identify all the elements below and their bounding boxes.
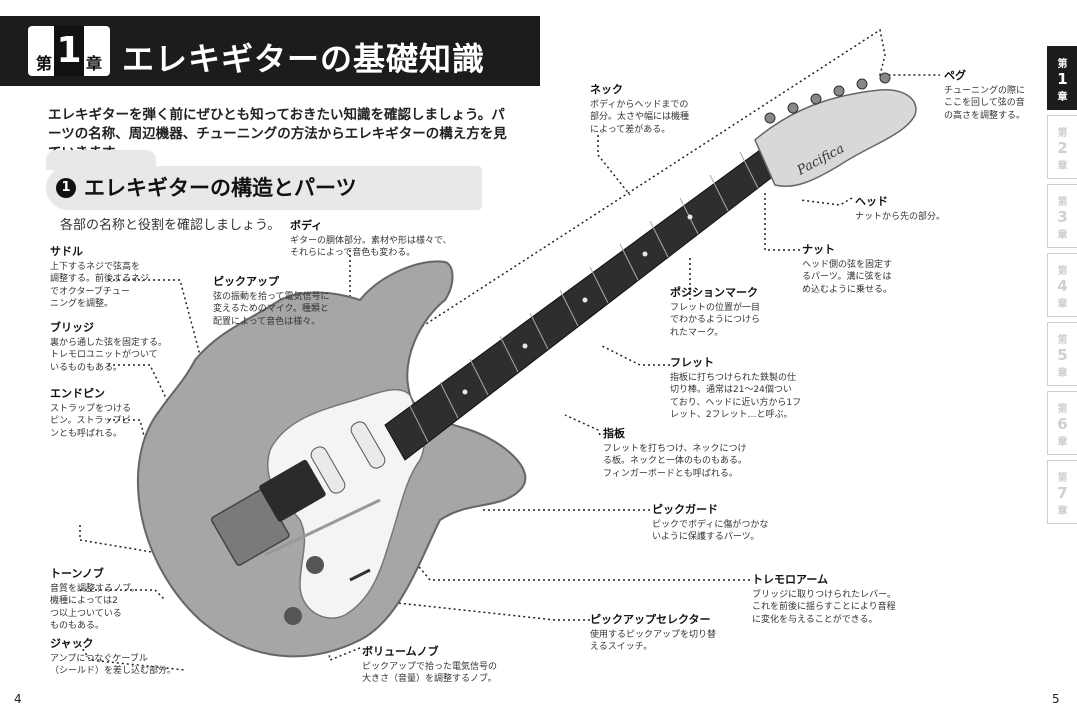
section-title: エレキギターの構造とパーツ <box>84 176 357 200</box>
label-neck: ネック ボディからヘッドまでの部分。太さや幅には機種によって差がある。 <box>590 83 690 135</box>
section-heading-tab <box>46 150 156 170</box>
label-tremoloarm: トレモロアーム ブリッジに取りつけられたレバー。これを前後に揺らすことにより音程… <box>752 573 897 625</box>
label-fingerboard: 指板 フレットを打ちつけ、ネックにつける板。ネックと一体のものもある。フィンガー… <box>603 427 748 479</box>
headstock <box>754 89 917 187</box>
label-saddle: サドル 上下するネジで弦高を調整する。前後するネジでオクターブチューニングを調整… <box>50 245 150 309</box>
tone-knob <box>284 607 302 625</box>
label-endpin: エンドピン ストラップをつけるピン。ストラップピンとも呼ばれる。 <box>50 387 132 439</box>
section-number: 1 <box>56 178 76 198</box>
label-fret: フレット 指板に打ちつけられた鉄製の仕切り棒。通常は21～24個ついており、ヘッ… <box>670 356 802 420</box>
label-volumeknob: ボリュームノブ ピックアップで拾った電気信号の大きさ（音量）を調整するノブ。 <box>362 645 498 684</box>
label-pickup: ピックアップ 弦の振動を拾って電気信号に変えるためのマイク。種類と配置によって音… <box>213 275 330 327</box>
label-positionmark: ポジションマーク フレットの位置が一目でわかるようにつけられたマーク。 <box>670 286 761 338</box>
label-bridge: ブリッジ 裏から通した弦を固定する。トレモロユニットがついているものもある。 <box>50 321 168 373</box>
label-nut: ナット ヘッド側の弦を固定するパーツ。溝に弦をはめ込むように乗せる。 <box>802 243 893 295</box>
tremolo-arm <box>264 498 381 557</box>
page-number-right: 5 <box>1052 692 1060 706</box>
label-body: ボディ ギターの胴体部分。素材や形は様々で、それらによって音色も変わる。 <box>290 219 452 258</box>
chapter-badge: 第 1 章 <box>28 26 110 76</box>
label-peg: ペグ チューニングの際にここを回して弦の音の高さを調整する。 <box>944 69 1026 121</box>
label-pickguard: ピックガード ピックでボディに傷がつかないように保護するパーツ。 <box>652 503 769 542</box>
chapter-badge-suffix: 章 <box>86 54 103 73</box>
pickup-selector <box>349 568 371 582</box>
position-marks <box>462 214 693 395</box>
tuning-pegs <box>764 72 891 124</box>
single-coil-neck <box>350 421 386 469</box>
page-number-left: 4 <box>14 692 22 706</box>
label-jack: ジャック アンプにつなぐケーブル（シールド）を差し込む部分。 <box>50 637 177 676</box>
chapter-title: エレキギターの基礎知識 <box>122 40 486 78</box>
label-head: ヘッド ナットから先の部分。 <box>855 195 946 222</box>
chapter-badge-prefix: 第 <box>36 54 53 73</box>
section-heading-bg <box>46 166 482 210</box>
chapter-number: 1 <box>54 26 84 76</box>
volume-knob <box>306 556 324 574</box>
section-subtitle: 各部の名称と役割を確認しましょう。 <box>60 218 281 233</box>
humbucker-pickup <box>259 459 326 522</box>
single-coil-middle <box>310 446 346 494</box>
label-selector: ピックアップセレクター 使用するピックアップを切り替えるスイッチ。 <box>590 613 717 652</box>
